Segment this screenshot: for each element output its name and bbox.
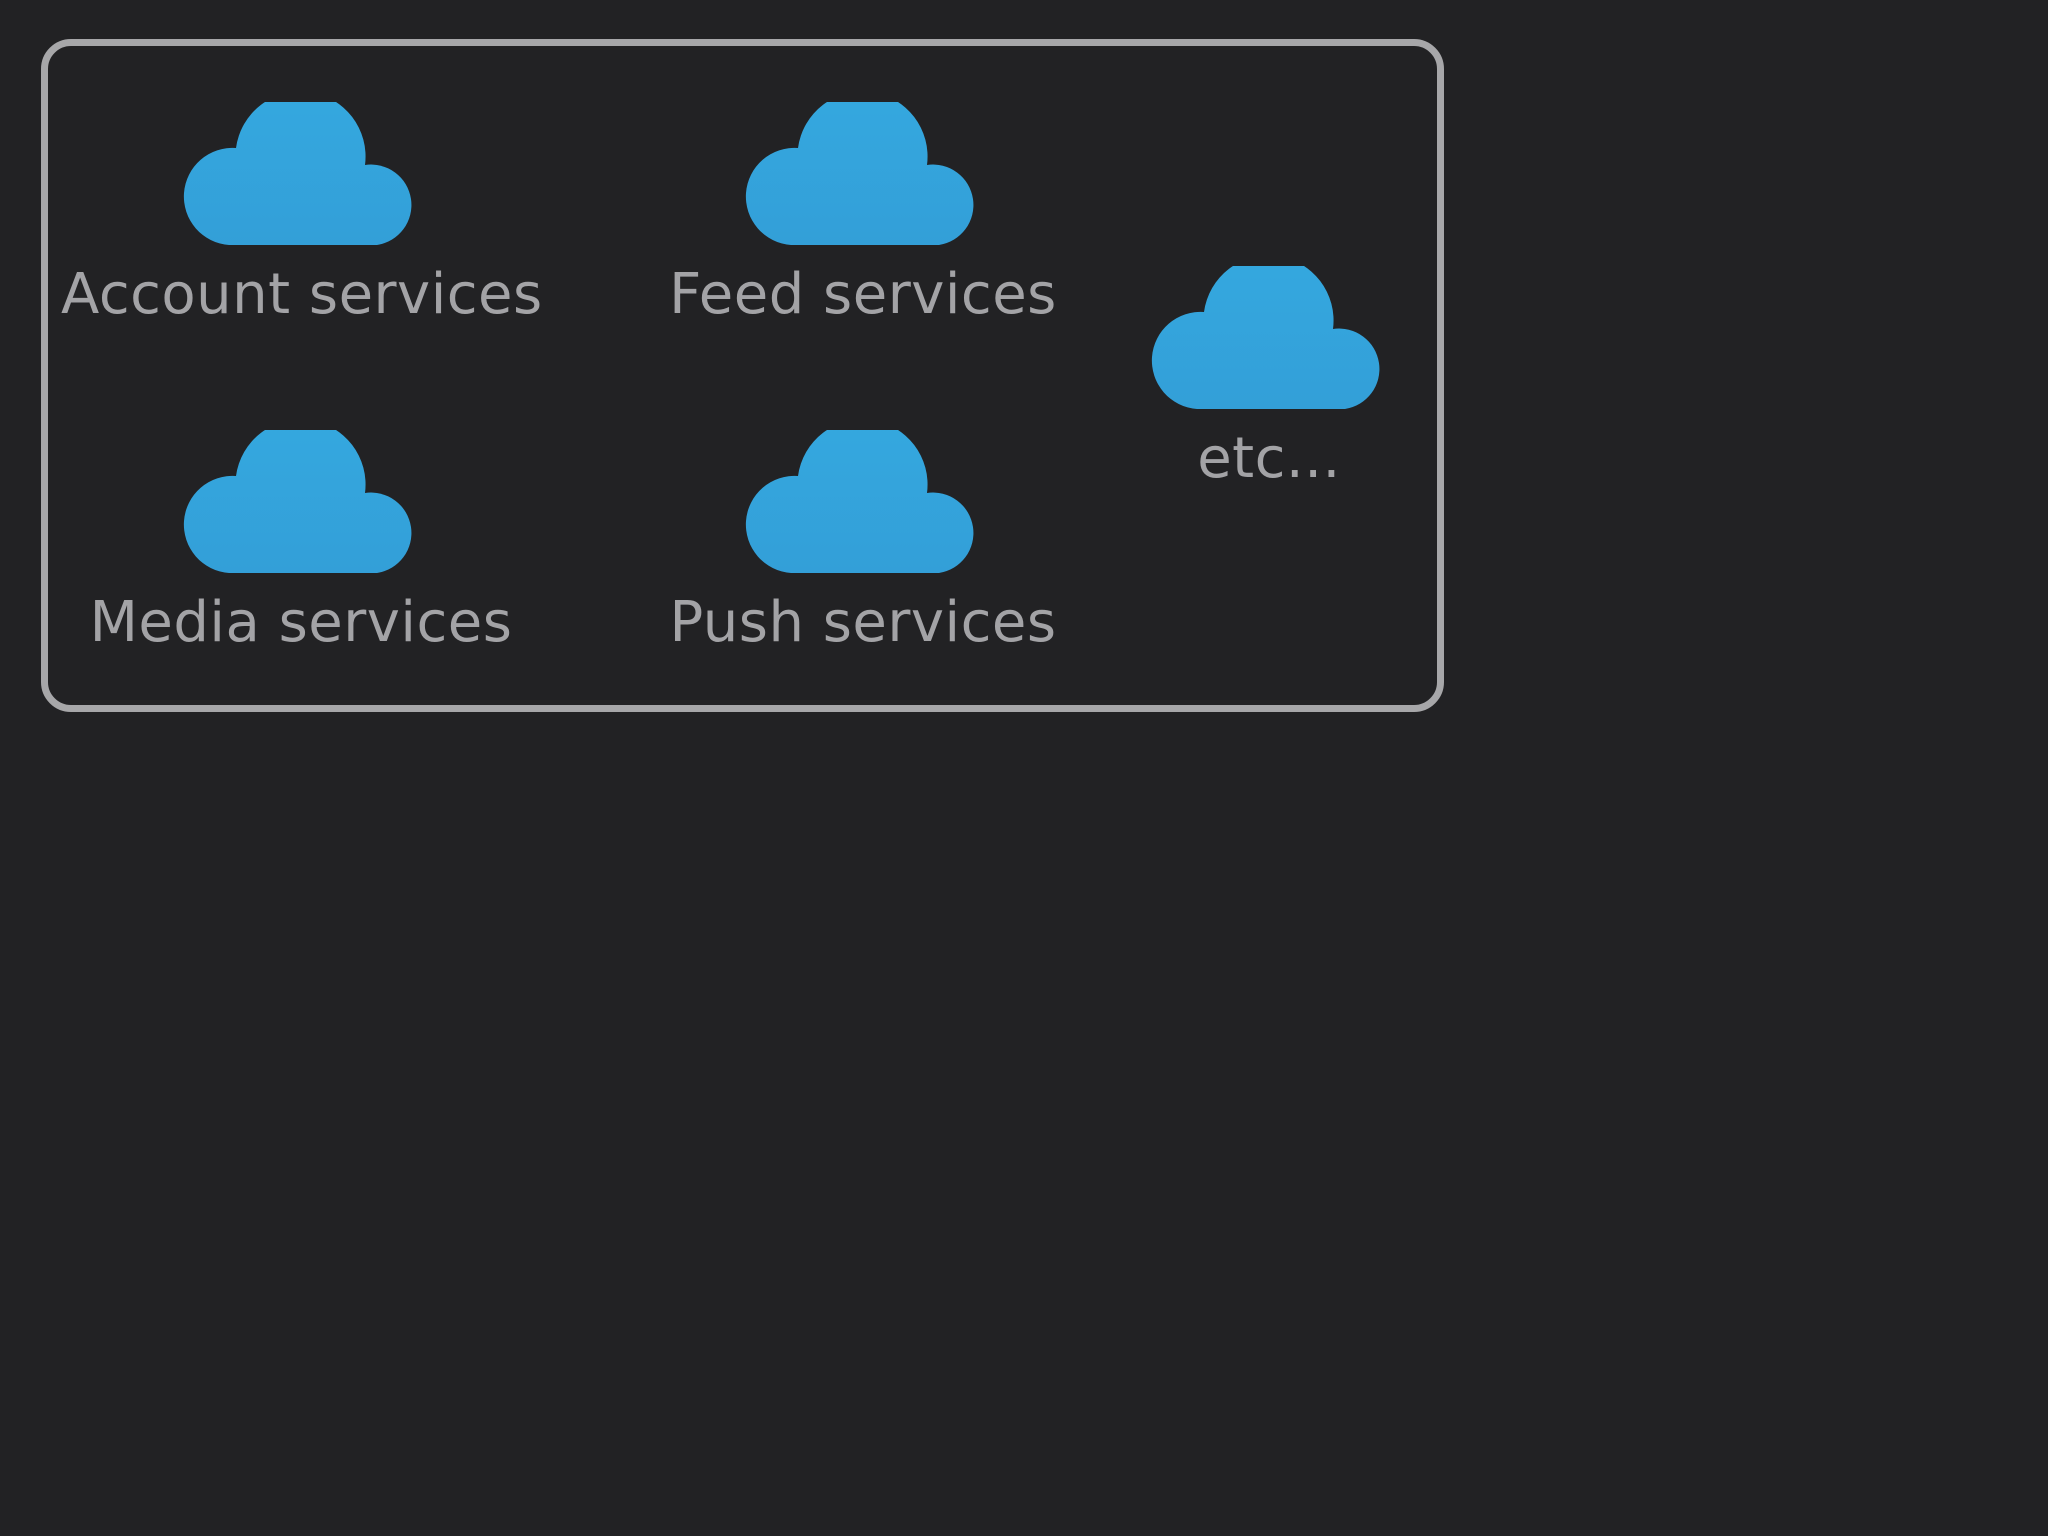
feed-services-node: Feed services [623, 102, 1103, 323]
cloud-icon [1151, 266, 1387, 409]
media-services-node: Media services [61, 430, 541, 651]
etc-services-node: etc... [1029, 266, 1509, 487]
push-services-label: Push services [669, 590, 1057, 655]
cloud-icon [183, 430, 419, 573]
cloud-icon [745, 430, 981, 573]
push-services-node: Push services [623, 430, 1103, 651]
cloud-icon [745, 102, 981, 245]
services-group-box [41, 39, 1444, 712]
account-services-label: Account services [61, 262, 543, 327]
feed-services-label: Feed services [669, 262, 1057, 327]
account-services-node: Account services [61, 102, 543, 327]
media-services-label: Media services [89, 590, 513, 655]
cloud-icon [183, 102, 419, 245]
etc-services-label: etc... [1197, 426, 1341, 491]
